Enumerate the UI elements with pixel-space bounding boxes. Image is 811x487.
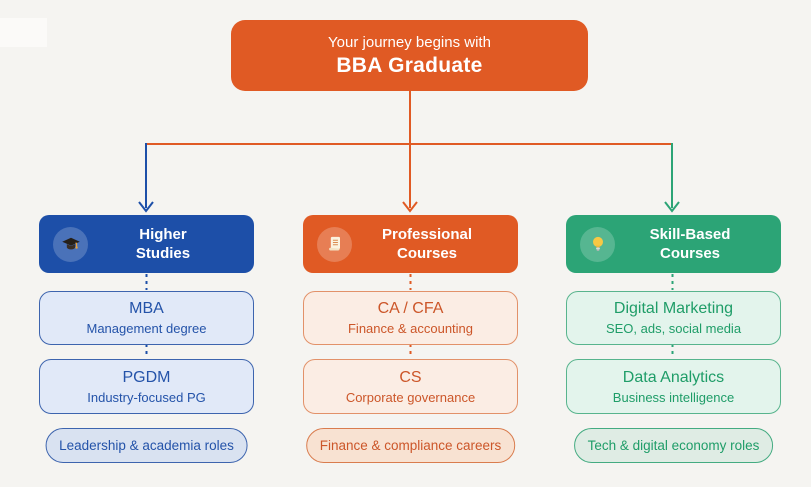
card-cs[interactable]: CS Corporate governance	[303, 359, 518, 414]
branch-label: Professional Courses	[381, 225, 473, 263]
branch-label: Higher Studies	[135, 225, 191, 263]
branch-header-higher-studies[interactable]: Higher Studies	[39, 215, 254, 273]
root-subtitle: Your journey begins with	[328, 33, 491, 51]
card-pgdm[interactable]: PGDM Industry-focused PG	[39, 359, 254, 414]
corner-artifact	[0, 18, 47, 47]
root-node-bba-graduate[interactable]: Your journey begins with BBA Graduate	[231, 20, 588, 91]
icon-circle	[580, 226, 615, 262]
root-title: BBA Graduate	[336, 53, 483, 77]
card-digital-marketing[interactable]: Digital Marketing SEO, ads, social media	[566, 291, 781, 345]
branch-higher-studies: Higher Studies MBA Management degree PGD…	[39, 215, 254, 465]
branch-skill-based-courses: Skill-Based Courses Digital Marketing SE…	[566, 215, 781, 465]
badge-finance-compliance[interactable]: Finance & compliance careers	[305, 428, 516, 463]
card-title: PGDM	[122, 368, 171, 386]
card-title: MBA	[129, 300, 164, 317]
lightbulb-icon	[592, 236, 603, 251]
branch-label: Skill-Based Courses	[649, 225, 731, 263]
card-data-analytics[interactable]: Data Analytics Business intelligence	[566, 359, 781, 414]
branch-professional-courses: Professional Courses CA / CFA Finance & …	[303, 215, 518, 465]
badge-leadership-academia[interactable]: Leadership & academia roles	[45, 428, 248, 463]
card-subtitle: Finance & accounting	[347, 321, 474, 336]
card-title: CA / CFA	[377, 300, 444, 317]
icon-circle	[317, 226, 352, 262]
badge-tech-digital-economy[interactable]: Tech & digital economy roles	[573, 428, 774, 463]
card-ca-cfa[interactable]: CA / CFA Finance & accounting	[303, 291, 518, 345]
graduation-cap-icon	[61, 237, 80, 250]
card-subtitle: Corporate governance	[345, 389, 476, 405]
card-subtitle: Business intelligence	[612, 389, 735, 405]
card-subtitle: Industry-focused PG	[87, 389, 206, 405]
card-subtitle: SEO, ads, social media	[605, 321, 742, 336]
scroll-icon	[328, 236, 340, 251]
icon-circle	[53, 226, 88, 262]
branch-header-skill-based-courses[interactable]: Skill-Based Courses	[566, 215, 781, 273]
card-title: Digital Marketing	[613, 300, 734, 317]
branch-header-professional-courses[interactable]: Professional Courses	[303, 215, 518, 273]
card-mba[interactable]: MBA Management degree	[39, 291, 254, 345]
card-subtitle: Management degree	[86, 321, 207, 336]
card-title: Data Analytics	[622, 368, 725, 386]
card-title: CS	[399, 368, 422, 386]
